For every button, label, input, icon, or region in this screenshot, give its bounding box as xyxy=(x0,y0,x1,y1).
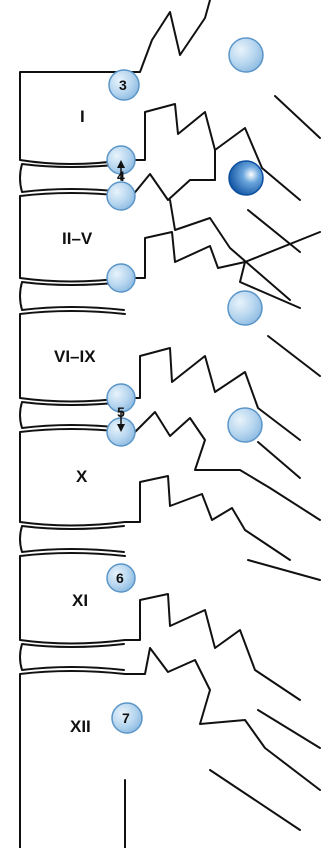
marker-labels: 3 4 5 6 7 xyxy=(116,77,130,726)
process-line-7 xyxy=(124,709,321,848)
disc-5 xyxy=(19,643,125,671)
lesion-circles xyxy=(106,37,264,734)
vertebra-body-XII xyxy=(19,670,126,848)
label-vertebra-II-V: II–V xyxy=(62,229,93,248)
lesion-circle-dark xyxy=(228,160,264,196)
disc-2 xyxy=(19,281,125,311)
arrow-4-head xyxy=(117,160,125,168)
marker-3: 3 xyxy=(119,77,127,93)
vertebra-body-X xyxy=(19,428,126,527)
label-vertebra-XI: XI xyxy=(72,591,88,610)
lesion-circle-7 xyxy=(111,702,143,734)
lesion-circle-right-2 xyxy=(227,290,263,326)
vertebral-bodies xyxy=(19,71,126,848)
marker-4: 4 xyxy=(117,168,125,184)
posterior-VI-IX xyxy=(124,347,301,441)
posterior-XII xyxy=(124,647,321,791)
vertebra-body-XI xyxy=(19,552,126,645)
marker-6: 6 xyxy=(116,570,124,586)
vertebra-labels: I II–V VI–IX X XI XII xyxy=(54,107,96,736)
process-line-2 xyxy=(247,209,301,253)
posterior-I xyxy=(124,103,301,201)
label-vertebra-XII: XII xyxy=(70,717,91,736)
posterior-X xyxy=(124,411,321,521)
posterior-elements xyxy=(124,0,321,848)
lesion-circle-upper xyxy=(228,37,264,73)
posterior-X-lower xyxy=(124,475,291,561)
process-line-5 xyxy=(257,441,301,479)
lesion-circle-6 xyxy=(106,563,136,593)
posterior-upper xyxy=(124,0,211,73)
posterior-II-V-lower xyxy=(124,231,301,309)
lesion-circle-II-V xyxy=(106,263,136,293)
label-vertebra-I: I xyxy=(80,107,85,126)
process-line-6 xyxy=(247,559,321,581)
disc-1 xyxy=(19,163,125,193)
lesion-circle-3 xyxy=(108,69,140,101)
disc-arrows xyxy=(117,160,125,432)
label-vertebra-VI-IX: VI–IX xyxy=(54,347,96,366)
disc-4 xyxy=(19,525,125,553)
process-line-3 xyxy=(244,231,321,263)
label-vertebra-X: X xyxy=(76,467,88,486)
marker-7: 7 xyxy=(122,710,130,726)
disc-3 xyxy=(19,401,125,429)
marker-5: 5 xyxy=(117,404,125,420)
arrow-5-head xyxy=(117,424,125,432)
posterior-XI xyxy=(124,593,301,701)
process-line-1 xyxy=(274,95,321,139)
lesion-circle-4b xyxy=(106,181,136,211)
lesion-circle-right-3 xyxy=(227,407,263,443)
process-line-4 xyxy=(267,335,321,377)
